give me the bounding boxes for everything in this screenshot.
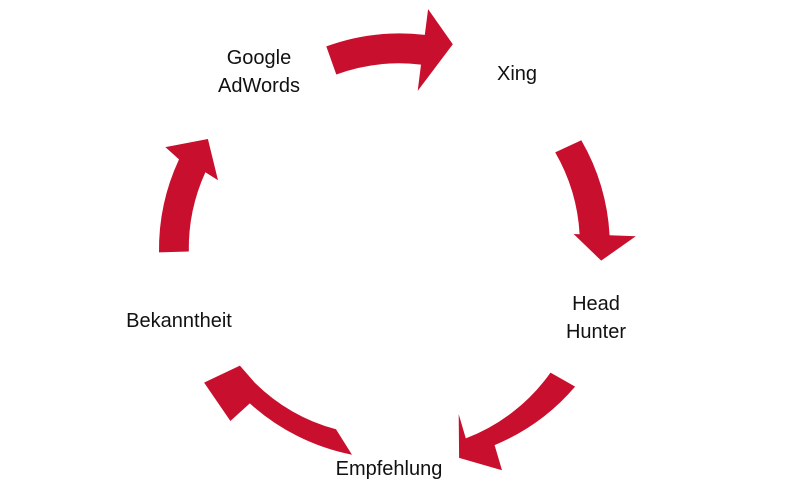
arrow-empfehlung-to-bekanntheit [204,365,352,455]
node-bekanntheit: Bekanntheit [126,307,232,335]
node-empfehlung: Empfehlung [336,455,443,483]
node-google-adwords-line-1: Google [226,47,292,69]
node-xing-line-1: Xing [496,63,538,85]
arrow-headhunter-to-empfehlung [458,372,576,471]
node-bekanntheit-line-1: Bekanntheit [126,310,232,332]
arrow-xing-to-headhunter [555,140,636,261]
node-head-hunter: Head Hunter [566,290,626,346]
node-xing: Xing [497,60,537,88]
node-head-hunter-line-1: Head [572,293,620,315]
arrow-google-to-xing [326,9,453,91]
node-google-adwords: Google AdWords [218,44,300,100]
node-head-hunter-line-2: Hunter [565,321,627,343]
arrow-bekanntheit-to-google [158,139,218,253]
node-google-adwords-line-2: AdWords [218,75,300,97]
node-empfehlung-line-1: Empfehlung [335,458,443,480]
